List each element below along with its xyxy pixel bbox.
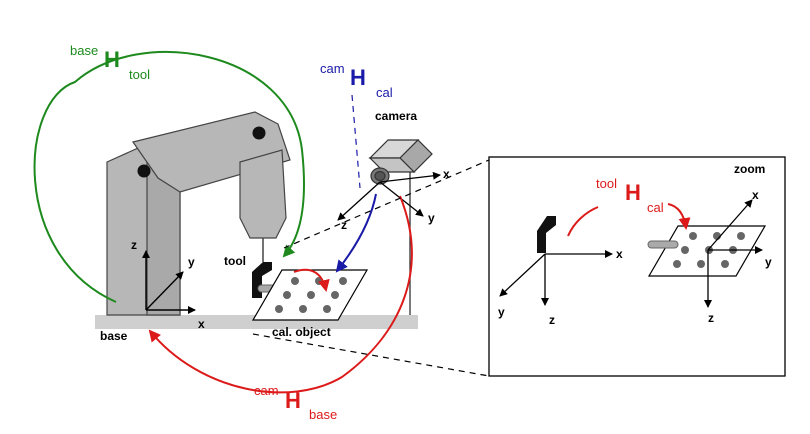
base-axis-y: y [188,255,195,269]
transform-sup: cam [254,383,279,398]
arrow-cam-to-cal [335,193,377,273]
zoom-projection-bottom [252,333,490,377]
transform-sup: base [70,43,98,58]
robot-upper-arm [132,111,291,193]
base-axis-z: z [131,238,137,252]
camera-frame-axes [337,171,441,221]
tool-label: tool [224,254,246,268]
arrow-tool-to-cal [293,268,330,292]
transform-main: H [350,65,366,90]
cal-object-label: cal. object [272,325,331,339]
zoom-arrow-tool-side [567,206,599,237]
transform-base-tool-label: base H tool [70,43,150,82]
zoom-tool-axis-x: x [616,247,623,261]
cal-object-dots [275,277,347,313]
zoom-gripper [537,216,556,253]
cam-cal-leader [351,94,361,189]
camera-axis-y: y [428,211,435,225]
robot-arm [106,111,291,316]
transform-sup: cam [320,61,345,76]
transform-sup: tool [596,176,617,191]
zoom-tool-axes [499,250,613,306]
transform-main: H [625,180,641,205]
camera-label: camera [375,109,417,123]
elbow-joint [252,126,266,140]
zoom-tool-axis-z: z [549,313,555,327]
zoom-cal-axis-y: y [765,255,772,269]
base-axis-x: x [198,317,205,331]
transform-main: H [285,388,301,413]
zoom-tool-axis-y: y [498,305,505,319]
camera-axis-z: z [341,218,347,232]
transform-cam-cal-label: cam H cal [320,61,393,100]
transform-sub: tool [129,67,150,82]
transform-main: H [104,47,120,72]
transform-sub: cal [376,85,393,100]
arrow-cam-to-base [148,195,413,394]
base-label: base [100,329,128,343]
zoom-cal-axes [704,199,763,308]
zoom-cal-axis-z: z [708,311,714,325]
arrow-base-to-tool [33,51,305,303]
zoom-cal-axis-x: x [752,188,759,202]
transform-sub: cal [647,200,664,215]
zoom-gripper-finger [647,240,679,249]
gripper [252,262,272,298]
transform-tool-cal-label: tool H cal [596,176,664,215]
camera-body [368,139,433,185]
transform-cam-base-label: cam H base [254,383,337,422]
transform-sub: base [309,407,337,422]
zoom-projection-top [283,159,490,249]
zoom-arrow-to-cal [667,203,691,230]
zoom-label: zoom [734,162,765,176]
camera-axis-x: x [443,167,450,181]
shoulder-joint [137,164,151,178]
robot-forearm [239,149,287,239]
base-frame-axes [142,250,196,314]
